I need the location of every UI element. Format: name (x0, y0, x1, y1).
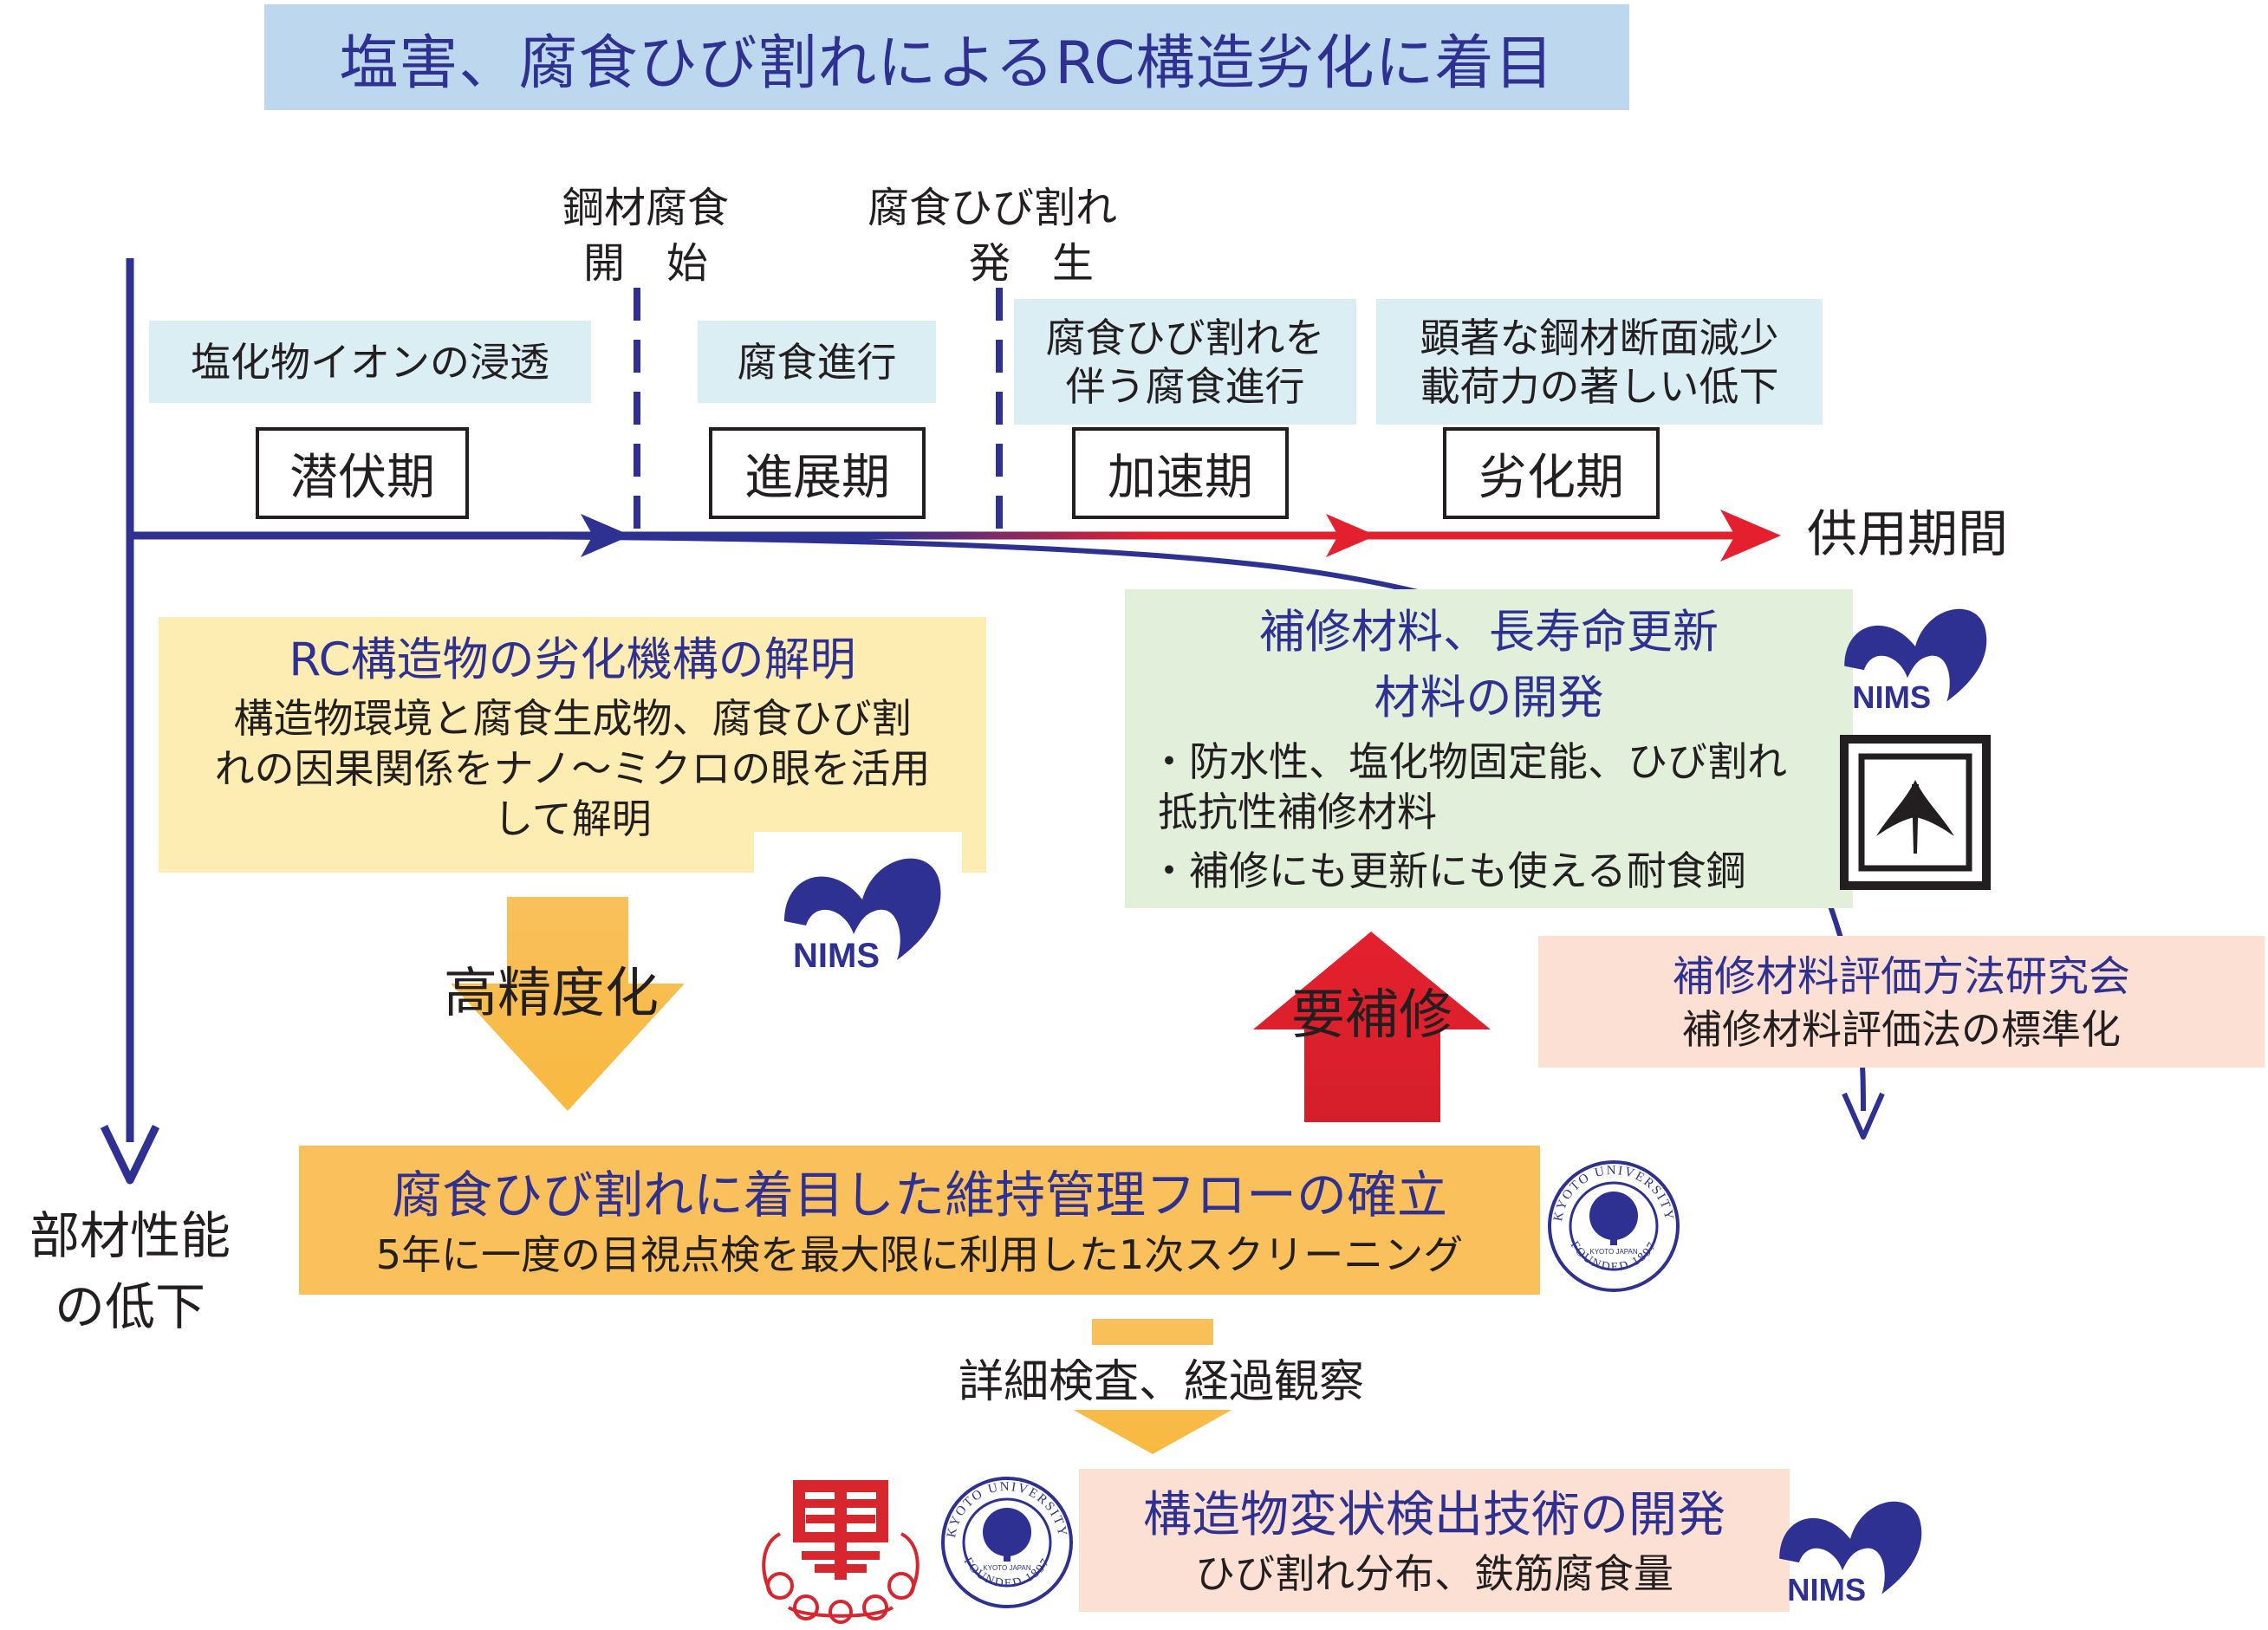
seal-inner-text: KYOTO JAPAN (983, 1564, 1030, 1572)
time-axis-mid-arrowhead-2 (1326, 514, 1376, 557)
x-axis-label: 供用期間 (1807, 504, 2009, 563)
title-banner: 塩害、腐食ひび割れによるRC構造劣化に着目 (264, 4, 1629, 110)
kyoto-university-seal: KYOTO UNIVERSITY FOUNDED 1897 KYOTO JAPA… (1548, 1160, 1680, 1292)
phase-desc-text: 腐食ひび割れを (1045, 314, 1325, 361)
phase-name: 劣化期 (1478, 449, 1624, 506)
phase-box-deterioration: 劣化期 (1443, 427, 1660, 519)
phase-name: 進展期 (744, 449, 890, 506)
phase-desc-text: 塩化物イオンの浸透 (191, 338, 549, 386)
committee-body: 補修材料評価法の標準化 (1682, 1006, 2121, 1053)
maintenance-flow-body: 5年に一度の目視点検を最大限に利用した1次スクリーニング (375, 1231, 1464, 1278)
performance-axis-arrowhead (100, 1125, 160, 1185)
detection-title: 構造物変状検出技術の開発 (1143, 1486, 1725, 1543)
rc-mechanism-box: RC構造物の劣化機構の解明 構造物環境と腐食生成物、腐食ひび割 れの因果関係をナ… (159, 617, 986, 873)
repair-materials-box: 補修材料、長寿命更新 材料の開発 ・防水性、塩化物固定能、ひび割れ 抵抗性補修材… (1125, 589, 1853, 908)
swallow-logo (1840, 735, 1991, 890)
phase-desc-text: 顕著な鋼材断面減少 (1420, 314, 1779, 361)
phase-desc-deterioration: 顕著な鋼材断面減少 載荷力の著しい低下 (1376, 299, 1823, 425)
seal-inner-text: KYOTO JAPAN (1589, 1248, 1637, 1256)
nims-logo-text: NIMS (793, 937, 880, 975)
phase-box-acceleration: 加速期 (1072, 427, 1289, 519)
rc-mechanism-body: 構造物環境と腐食生成物、腐食ひび割 れの因果関係をナノ〜ミクロの眼を活用 して解… (159, 693, 986, 844)
phase-box-progress: 進展期 (709, 427, 926, 519)
event-label-crack-onset: 腐食ひび割れ 発 生 (845, 180, 1140, 291)
phase-desc-text: 腐食進行 (737, 338, 897, 386)
rc-mechanism-line: れの因果関係をナノ〜ミクロの眼を活用 (214, 745, 931, 792)
repair-needed-arrow (1253, 932, 1491, 1122)
repair-title-line: 材料の開発 (1374, 672, 1604, 724)
repair-item: 抵抗性補修材料 (1158, 789, 1437, 835)
rc-mechanism-line: 構造物環境と腐食生成物、腐食ひび割 (233, 695, 912, 742)
rc-mechanism-title: RC構造物の劣化機構の解明 (289, 633, 856, 686)
phase-desc-text: 伴う腐食進行 (1065, 362, 1305, 410)
degradation-curve-arrowhead (1842, 1092, 1885, 1140)
repair-materials-list: ・防水性、塩化物固定能、ひび割れ 抵抗性補修材料 ・補修にも更新にも使える耐食鋼 (1149, 737, 1853, 896)
phase-desc-progress: 腐食進行 (698, 321, 936, 403)
phase-box-latent: 潜伏期 (256, 427, 469, 519)
kyoto-university-seal: KYOTO UNIVERSITY FOUNDED 1897 KYOTO JAPA… (941, 1477, 1073, 1608)
detection-box: 構造物変状検出技術の開発 ひび割れ分布、鉄筋腐食量 (1079, 1469, 1790, 1612)
event-label-corrosion-start: 鋼材腐食 開 始 (546, 180, 745, 291)
repair-item: ・補修にも更新にも使える耐食鋼 (1149, 847, 1746, 894)
event-label-line2: 開 始 (582, 239, 708, 288)
phase-desc-acceleration: 腐食ひび割れを 伴う腐食進行 (1014, 299, 1356, 425)
rc-mechanism-line: して解明 (493, 796, 652, 842)
time-axis-arrowhead (1720, 510, 1781, 562)
maintenance-flow-title: 腐食ひび割れに着目した維持管理フローの確立 (391, 1166, 1447, 1224)
y-axis-label-line2: の低下 (54, 1277, 205, 1336)
committee-box: 補修材料評価方法研究会 補修材料評価法の標準化 (1538, 936, 2265, 1068)
nims-logo: NIMS (1844, 608, 1987, 715)
precision-arrow (451, 897, 685, 1111)
nims-logo-text: NIMS (1852, 679, 1931, 715)
repair-item: ・防水性、塩化物固定能、ひび割れ (1149, 738, 1787, 785)
event-label-line2: 発 生 (968, 239, 1094, 288)
y-axis-label: 部材性能 の低下 (4, 1200, 256, 1342)
detection-body: ひび割れ分布、鉄筋腐食量 (1195, 1549, 1673, 1597)
maintenance-flow-box: 腐食ひび割れに着目した維持管理フローの確立 5年に一度の目視点検を最大限に利用し… (299, 1146, 1540, 1295)
y-axis-label-line1: 部材性能 (29, 1206, 231, 1265)
event-label-line1: 腐食ひび割れ (867, 184, 1117, 232)
precision-arrow-label: 高精度化 (444, 961, 660, 1024)
repair-title-line: 補修材料、長寿命更新 (1259, 606, 1719, 659)
committee-title: 補修材料評価方法研究会 (1672, 952, 2130, 1001)
nims-logo: NIMS (784, 858, 941, 975)
phase-desc-text: 載荷力の著しい低下 (1420, 362, 1779, 410)
nims-logo: NIMS (1779, 1501, 1922, 1607)
repair-needed-arrow-label: 要補修 (1291, 983, 1453, 1046)
phase-name: 潜伏期 (289, 449, 435, 506)
event-label-line1: 鋼材腐食 (562, 184, 729, 232)
inspection-arrow-label: 詳細検査、経過観察 (953, 1345, 1370, 1410)
phase-name: 加速期 (1108, 449, 1253, 506)
page-title: 塩害、腐食ひび割れによるRC構造劣化に着目 (339, 29, 1555, 98)
red-university-emblem (762, 1480, 920, 1624)
repair-materials-title: 補修材料、長寿命更新 材料の開発 (1125, 600, 1853, 731)
phase-desc-latent: 塩化物イオンの浸透 (149, 321, 591, 403)
nims-logo-text: NIMS (1787, 1572, 1866, 1607)
